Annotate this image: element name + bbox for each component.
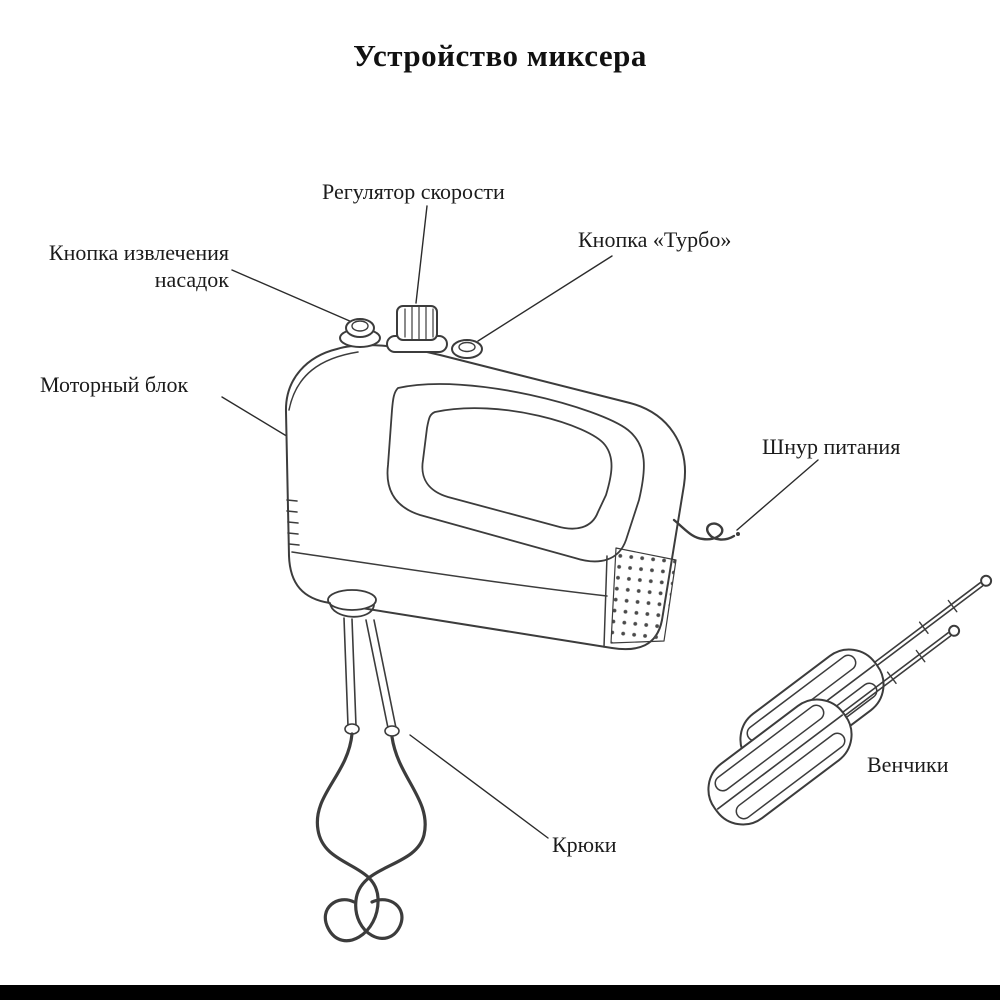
right-hook-wire xyxy=(354,735,427,940)
label-eject-button: Кнопка извлечения насадок xyxy=(48,240,229,292)
power-cord xyxy=(672,518,740,541)
side-vents xyxy=(286,499,300,546)
eject-button xyxy=(339,318,381,348)
leader-dough-hooks xyxy=(409,734,549,839)
vent-divider-line xyxy=(603,555,608,648)
turbo-button xyxy=(451,339,483,359)
hook-wires xyxy=(315,732,427,943)
whisk-beater-front xyxy=(694,599,980,839)
leader-lines xyxy=(221,205,819,839)
whisk-beaters-group xyxy=(694,549,1000,839)
leader-eject-button xyxy=(231,269,353,323)
attachment-collar xyxy=(327,589,377,618)
speed-knob xyxy=(386,305,448,353)
dough-hooks-group xyxy=(315,617,427,943)
footer-bar xyxy=(0,985,1000,1000)
handle-hole xyxy=(421,407,613,530)
label-whisks: Венчики xyxy=(867,752,949,777)
leader-turbo-button xyxy=(477,255,613,342)
body-top-ridge xyxy=(288,351,359,411)
mixer-body-group xyxy=(284,305,740,651)
label-power-cord: Шнур питания xyxy=(762,434,901,459)
leader-power-cord xyxy=(736,459,819,531)
lower-band-line xyxy=(291,551,608,597)
label-speed-regulator: Регулятор скорости xyxy=(322,179,505,204)
left-hook-wire xyxy=(315,732,380,943)
handle-outer xyxy=(386,383,645,563)
label-dough-hooks: Крюки xyxy=(552,832,617,857)
leader-speed-regulator xyxy=(415,205,428,304)
vent-grid xyxy=(610,547,677,644)
hook-shafts xyxy=(343,617,400,737)
label-motor-block: Моторный блок xyxy=(40,372,189,397)
label-turbo-button: Кнопка «Турбо» xyxy=(578,227,732,252)
page-title: Устройство миксера xyxy=(353,38,647,73)
